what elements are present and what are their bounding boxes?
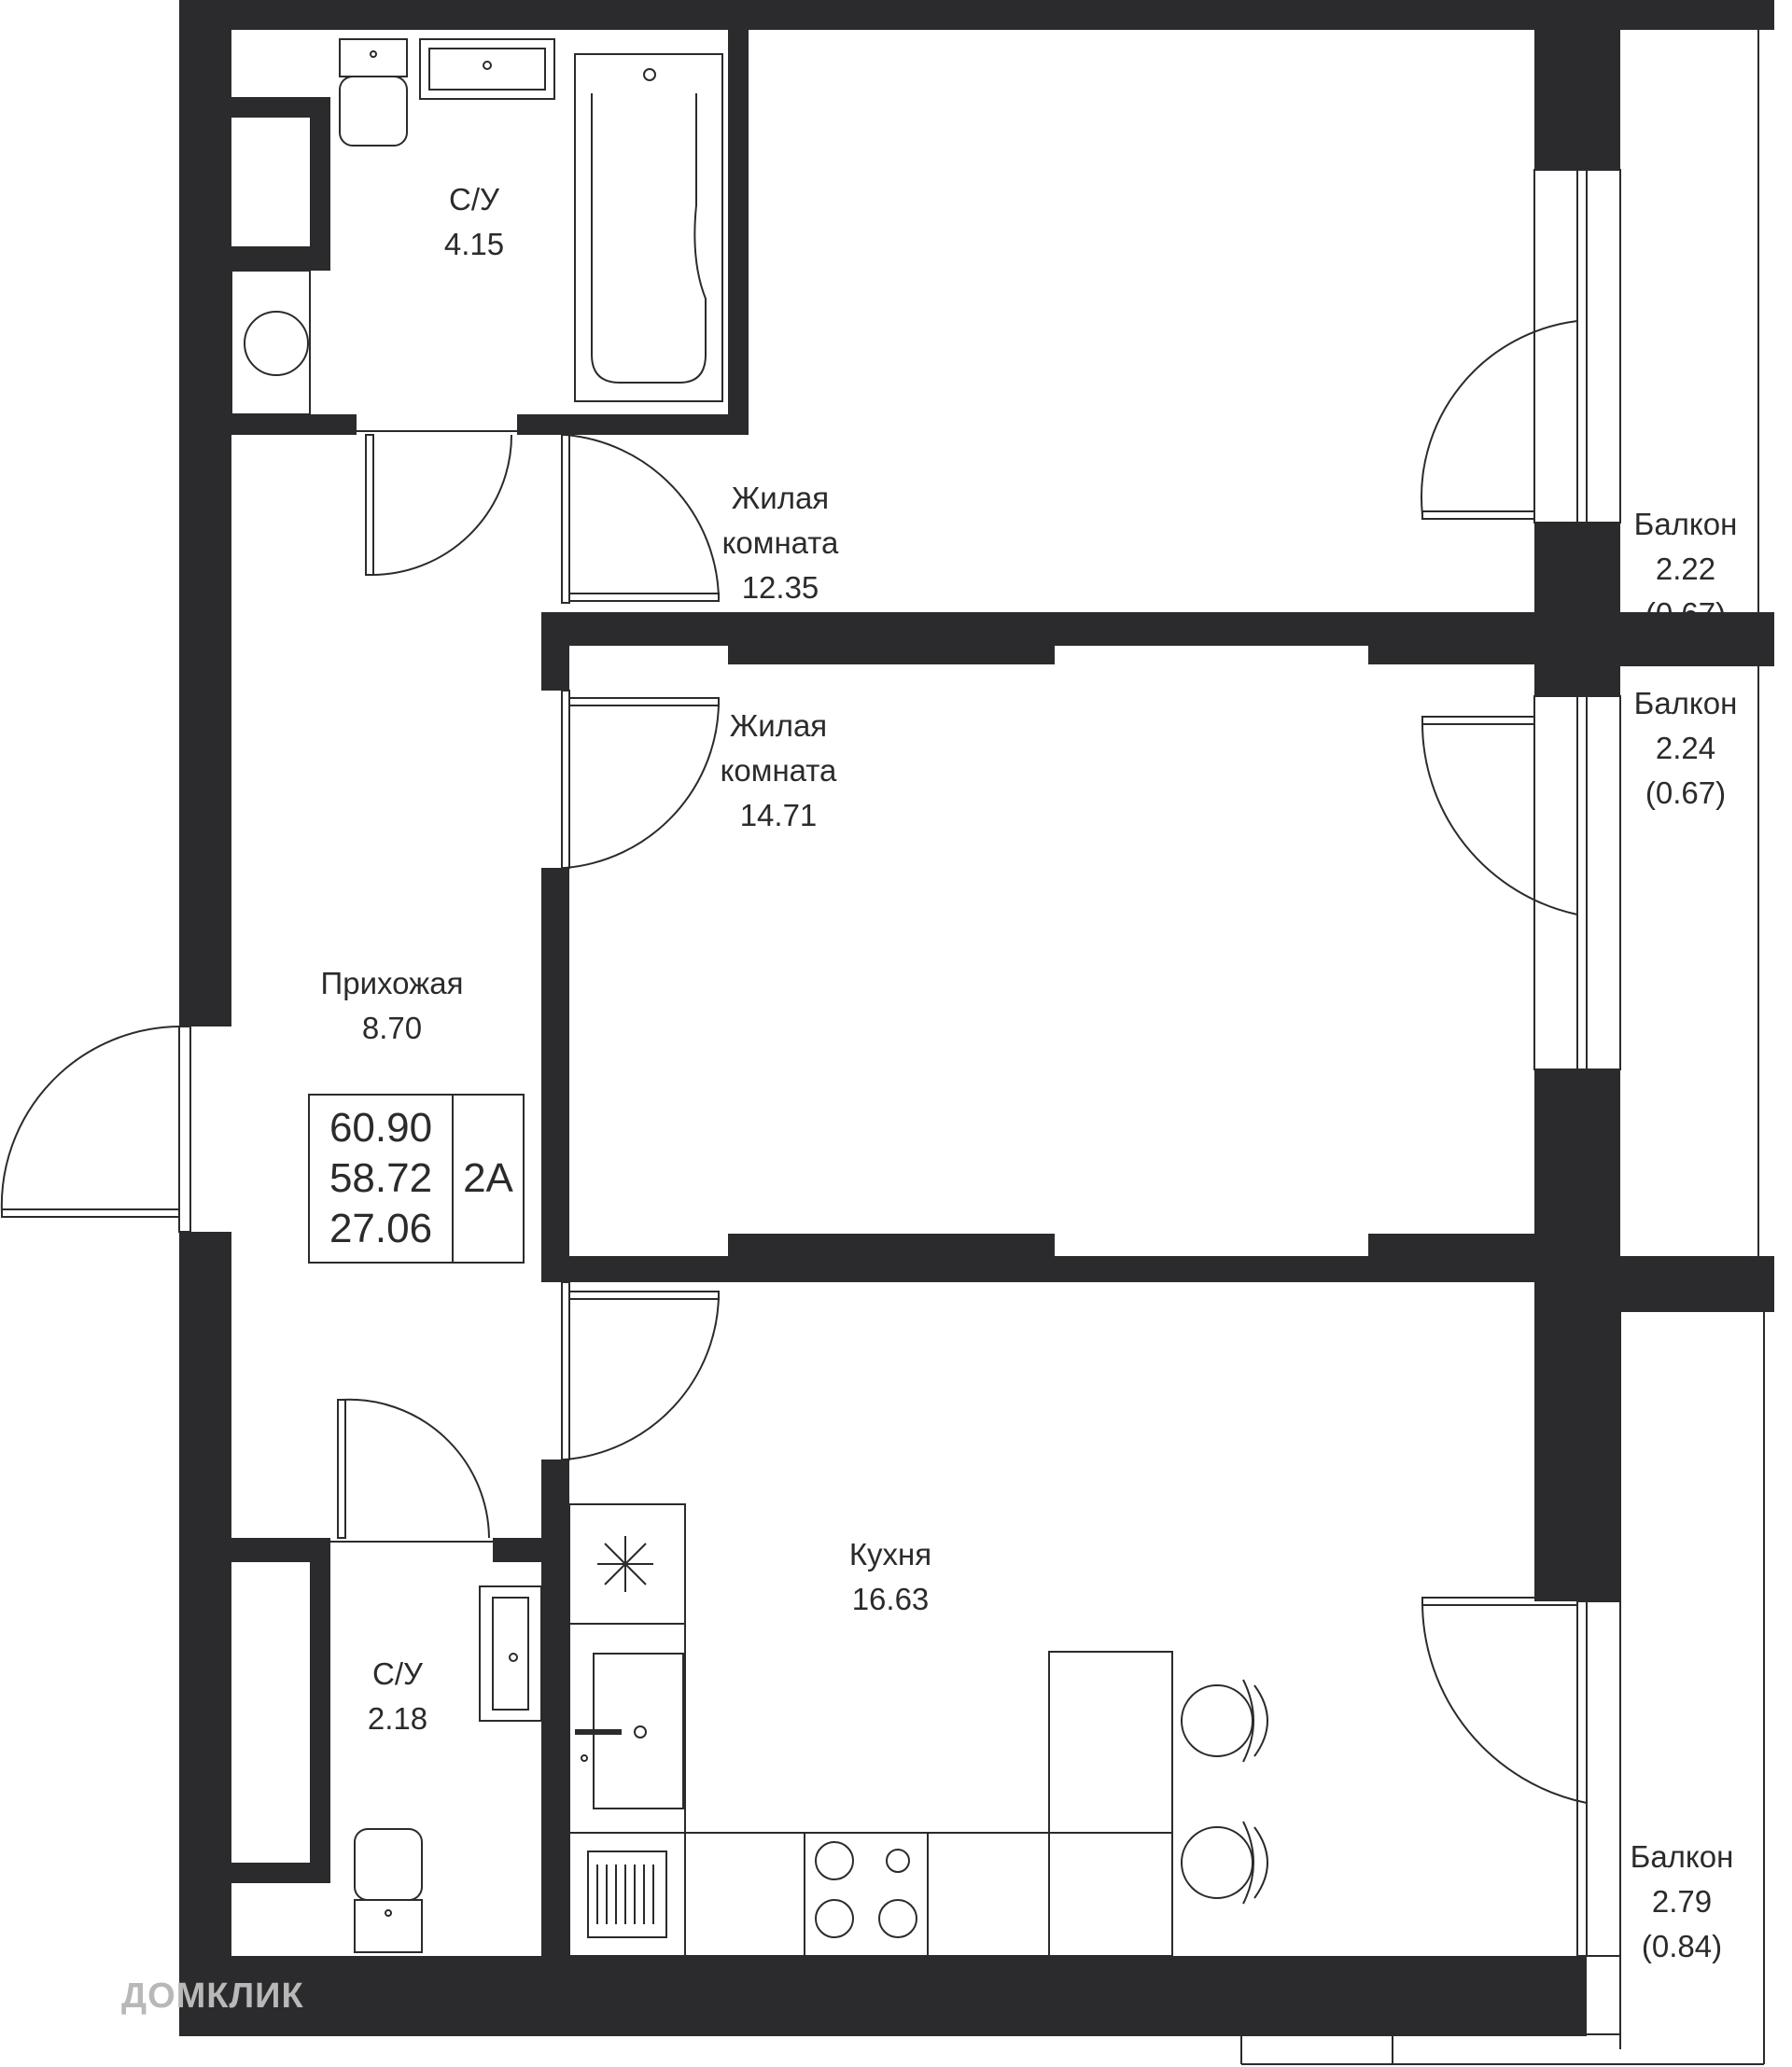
wall-balcony-sep-1 [1620,635,1774,666]
total-area: 60.90 [329,1105,433,1151]
apartment-type: 2А [463,1155,513,1201]
wall-right-4 [1534,1278,1620,1601]
washing-machine-icon [231,270,311,415]
hallway-name: Прихожая [320,966,464,1000]
balcony-1-reduced-area: (0.67) [1645,596,1727,631]
wall-bath1-bottom-b [517,414,749,435]
wall-right-1 [1534,30,1620,170]
wall-room2-bottom [541,1256,1774,1282]
wall-room1-bottom [541,612,1774,646]
living-room-1-name-line2: комната [721,525,839,560]
living-room-2-name-line2: комната [720,753,837,788]
wall-left-upper [179,0,231,1027]
balcony-2-reduced-area: (0.67) [1645,775,1727,810]
area-without-balconies: 58.72 [329,1155,433,1201]
living-room-2-area: 14.71 [739,798,818,832]
living-area: 27.06 [329,1206,433,1251]
bathroom-1-name: С/У [449,182,499,216]
bathroom-2-label: С/У 2.18 [368,1652,427,1741]
balcony-2-area: 2.24 [1655,731,1716,765]
chair-icon [1181,1679,1268,1905]
wall-pier-bot-2 [1368,1234,1536,1260]
wall-left-lower [179,1232,231,2034]
bathroom-2-area: 2.18 [367,1701,428,1736]
wall-right-2 [1534,523,1620,696]
walls [179,0,1774,2036]
dishwasher-icon [587,1851,667,1938]
wall-kitchen-left [541,1459,569,1963]
balcony-2-label: Балкон 2.24 (0.67) [1634,681,1738,816]
bathroom-1-area: 4.15 [443,227,505,261]
wall-bath1-right [728,30,749,435]
kitchen-sink-icon [575,1653,684,1809]
domclick-watermark: ДОМКЛИК [121,1976,304,2016]
wall-top [179,0,1774,30]
living-room-1-name-line1: Жилая [731,481,830,515]
living-room-1-area: 12.35 [741,570,819,605]
bathtub-icon [574,53,723,402]
balcony-1-label: Балкон 2.22 (0.67) [1634,502,1738,636]
wall-pier-bot-1 [728,1234,1055,1260]
balcony-3-name: Балкон [1630,1839,1734,1874]
living-room-2-name-line1: Жилая [729,708,828,743]
balcony-2-name: Балкон [1633,686,1738,720]
wall-balcony-sep-2 [1620,1280,1774,1312]
hallway-label: Прихожая 8.70 [321,961,464,1051]
wall-pier-top-2 [1368,638,1536,664]
stove-icon [815,1841,917,1938]
hallway-area: 8.70 [361,1011,423,1045]
area-summary-box: 60.90 58.72 27.06 2А [308,1094,525,1264]
living-room-1-label: Жилая комната 12.35 [722,476,839,610]
wall-pier-top-1 [728,638,1055,664]
wall-bottom [179,1956,1587,2036]
bathroom-2-name: С/У [372,1656,423,1691]
windows [1533,169,1621,1957]
wall-balcony-sep-top [1620,0,1774,30]
wall-bath1-bottom-a [179,414,357,435]
wall-bath2-top-b [493,1538,569,1562]
doors [0,320,1588,1804]
wall-niche-1c [231,246,330,271]
wall-niche-2b [231,1863,330,1883]
sink-icon-2 [479,1585,542,1722]
wall-niche-1b [310,97,330,271]
fixtures [231,38,1268,1957]
kitchen-counter [568,1503,1173,1957]
balcony-3-label: Балкон 2.79 (0.84) [1631,1835,1734,1969]
wall-niche-1 [231,97,330,118]
wall-room2-left-b [541,868,569,1278]
wall-niche-2 [310,1538,330,1883]
toilet-icon-2 [354,1828,423,1953]
summary-divider [452,1096,454,1262]
balcony-railings [1240,30,1765,2065]
living-room-2-label: Жилая комната 14.71 [721,704,837,838]
balcony-1-area: 2.22 [1655,552,1716,586]
kitchen-name: Кухня [848,1537,932,1571]
balcony-1-name: Балкон [1633,507,1738,541]
kitchen-label: Кухня 16.63 [849,1532,931,1622]
wall-right-3 [1534,1069,1620,1275]
balcony-3-area: 2.79 [1651,1884,1713,1919]
wall-room2-left-a [541,612,569,691]
wall-bath2-top-a [179,1538,330,1562]
bathroom-1-label: С/У 4.15 [444,177,504,267]
sink-icon [419,38,555,100]
kitchen-area: 16.63 [851,1582,930,1616]
toilet-icon [339,38,408,147]
balcony-3-reduced-area: (0.84) [1641,1929,1723,1963]
fridge-icon [597,1536,653,1592]
